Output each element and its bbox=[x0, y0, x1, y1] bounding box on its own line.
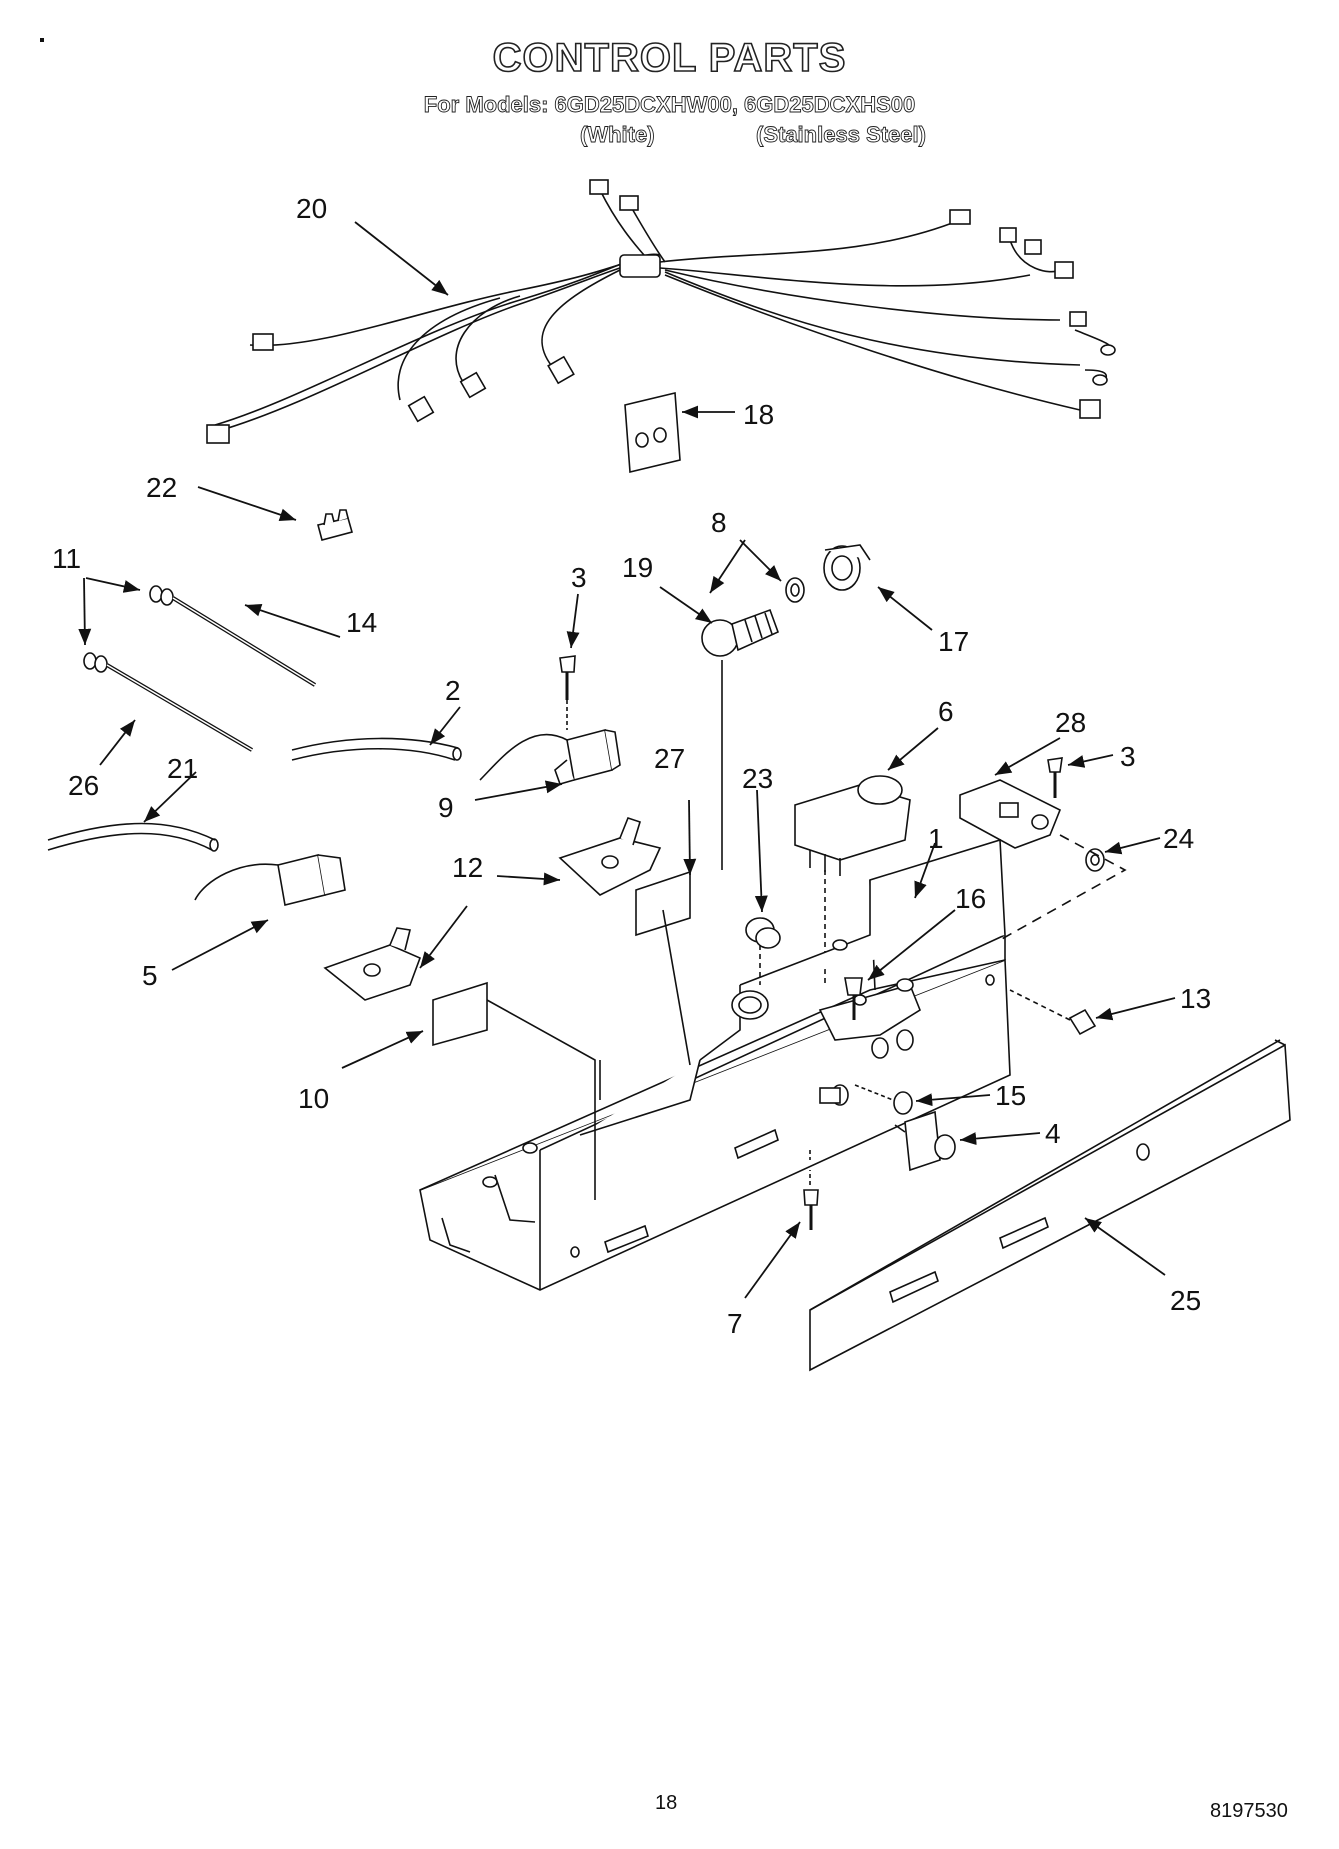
page-title: CONTROL PARTS bbox=[492, 35, 847, 81]
variant-white: (White) bbox=[580, 122, 655, 148]
part-3-screw-b bbox=[1047, 757, 1063, 798]
part-27-label bbox=[635, 870, 691, 937]
callout-25: 25 bbox=[1170, 1285, 1201, 1316]
part-2-hose bbox=[291, 737, 462, 761]
callout-1: 1 bbox=[928, 823, 944, 854]
part-18-pad bbox=[624, 392, 681, 473]
callout-6: 6 bbox=[938, 696, 954, 727]
part-16-screw bbox=[844, 977, 863, 1020]
part-9-switch bbox=[479, 729, 621, 785]
callout-26: 26 bbox=[68, 770, 99, 801]
label-27-leader bbox=[662, 909, 691, 1066]
part-25-cover bbox=[809, 1039, 1291, 1372]
corner-dot bbox=[40, 38, 44, 42]
part-3-screw-a bbox=[559, 655, 576, 730]
document-number: 8197530 bbox=[1210, 1800, 1288, 1822]
callout-3-right: 3 bbox=[1120, 741, 1136, 772]
callout-numbers: 20 18 22 11 14 2 3 9 26 21 5 12 10 27 23… bbox=[52, 193, 1211, 1339]
part-21-hose bbox=[47, 822, 219, 852]
callout-19: 19 bbox=[622, 552, 653, 583]
wire-harness bbox=[206, 179, 1116, 444]
callout-24: 24 bbox=[1163, 823, 1194, 854]
part-19-bulb bbox=[701, 608, 780, 657]
callout-28: 28 bbox=[1055, 707, 1086, 738]
callout-9: 9 bbox=[438, 792, 454, 823]
label-10-leader bbox=[486, 999, 596, 1200]
callout-13: 13 bbox=[1180, 983, 1211, 1014]
part-12-bracket-upper bbox=[558, 817, 662, 896]
part-1-control-housing bbox=[419, 838, 1011, 1291]
callout-21: 21 bbox=[167, 753, 198, 784]
page-number: 18 bbox=[655, 1792, 678, 1814]
callout-11: 11 bbox=[52, 543, 81, 574]
part-24-grommet bbox=[1085, 848, 1105, 872]
callout-22: 22 bbox=[146, 472, 177, 503]
models-line: For Models: 6GD25DCXHW00, 6GD25DCXHS00 bbox=[423, 92, 916, 118]
part-17-socket bbox=[823, 544, 871, 591]
part-4-switch bbox=[894, 1110, 956, 1172]
callout-16: 16 bbox=[955, 883, 986, 914]
callout-18: 18 bbox=[743, 399, 774, 430]
callout-5: 5 bbox=[142, 960, 158, 991]
part-22-clip bbox=[317, 509, 353, 541]
callout-3-upper: 3 bbox=[571, 562, 587, 593]
callout-20: 20 bbox=[296, 193, 327, 224]
callout-10: 10 bbox=[298, 1083, 329, 1114]
part-8-cap bbox=[785, 577, 805, 603]
board-dashed-leader bbox=[999, 834, 1127, 941]
callout-arrows bbox=[78, 221, 1176, 1299]
callout-7: 7 bbox=[727, 1308, 743, 1339]
callout-2: 2 bbox=[445, 675, 461, 706]
part-14-tube bbox=[149, 585, 317, 687]
part-7-screw bbox=[803, 1150, 819, 1230]
callout-12: 12 bbox=[452, 852, 483, 883]
callout-4: 4 bbox=[1045, 1118, 1061, 1149]
callout-8: 8 bbox=[711, 507, 727, 538]
part-12-bracket-lower bbox=[323, 927, 422, 1001]
callout-27: 27 bbox=[654, 743, 685, 774]
part-28-board bbox=[959, 779, 1062, 849]
callout-15: 15 bbox=[995, 1080, 1026, 1111]
part-5-switch bbox=[194, 854, 346, 906]
part-10-label bbox=[432, 981, 488, 1047]
part-26-tube bbox=[83, 652, 254, 752]
part-15-light bbox=[854, 1084, 913, 1115]
variant-stainless: (Stainless Steel) bbox=[756, 122, 927, 148]
part-23-knob bbox=[745, 917, 781, 985]
callout-23: 23 bbox=[742, 763, 773, 794]
part-13-screw bbox=[1009, 989, 1097, 1036]
part-6-timer bbox=[794, 775, 911, 985]
callout-14: 14 bbox=[346, 607, 377, 638]
callout-17: 17 bbox=[938, 626, 969, 657]
